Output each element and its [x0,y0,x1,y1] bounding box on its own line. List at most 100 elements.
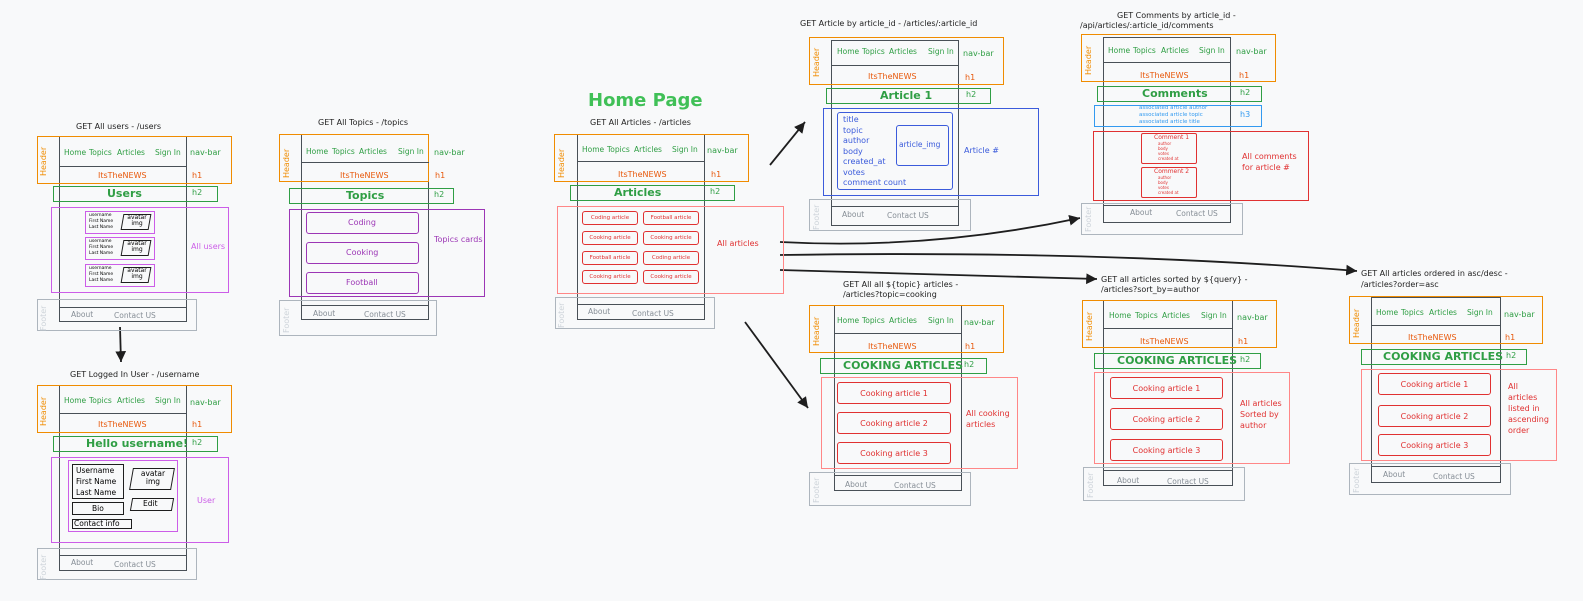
nav-topics[interactable]: Topics [1401,308,1424,317]
ordered-article-card[interactable]: Cooking article 3 [1378,434,1491,456]
article-card[interactable]: Coding article [643,251,699,265]
header-tag: Header [812,47,821,77]
footer-contact[interactable]: Contact US [632,309,674,318]
nav-home[interactable]: Home [64,396,87,405]
footer-about[interactable]: About [1130,208,1153,217]
nav-sign-in[interactable]: Sign In [155,396,181,405]
nav-topics[interactable]: Topics [1133,46,1156,55]
nav-topics[interactable]: Topics [89,148,112,157]
arrow-home-to-sorted [779,269,1098,285]
footer-about[interactable]: About [313,309,336,318]
topic-card[interactable] [306,272,419,294]
nav-sign-in[interactable]: Sign In [672,145,698,154]
comment-title: Comment 2 [1154,168,1190,175]
article-card[interactable]: Cooking article [643,270,699,284]
ordered-article-card[interactable]: Cooking article 1 [1378,373,1491,395]
nav-topics[interactable]: Topics [1135,311,1158,320]
nav-articles[interactable]: Articles [1429,308,1457,317]
footer-about[interactable]: About [842,210,865,219]
footer-contact[interactable]: Contact US [894,481,936,490]
footer-tag: Footer [282,307,291,333]
header-box [1349,296,1543,344]
nav-articles[interactable]: Articles [889,316,917,325]
article-card[interactable]: Cooking article [643,231,699,245]
user-card[interactable] [85,211,155,234]
footer-contact[interactable]: Contact US [364,310,406,319]
footer-contact[interactable]: Contact US [1433,472,1475,481]
footer-about[interactable]: About [845,480,868,489]
nav-articles[interactable]: Articles [117,148,145,157]
section-box [1094,372,1290,464]
article-card[interactable]: Cooking article [582,231,638,245]
nav-sign-in[interactable]: Sign In [1199,46,1225,55]
article-card[interactable]: Football article [643,211,699,225]
nav-bar-label: nav-bar [190,398,221,407]
sorted-article-card[interactable]: Cooking article 2 [1110,408,1223,430]
nav-home[interactable]: Home [1108,46,1131,55]
h2-box [1361,349,1527,365]
nav-articles[interactable]: Articles [359,147,387,156]
topic-card[interactable] [306,212,419,234]
nav-home[interactable]: Home [64,148,87,157]
nav-sign-in[interactable]: Sign In [1201,311,1227,320]
footer-about[interactable]: About [71,310,94,319]
footer-contact[interactable]: Contact US [114,311,156,320]
nav-topics[interactable]: Topics [332,147,355,156]
route-title: GET All Topics - /topics [318,118,408,127]
nav-topics[interactable]: Topics [607,145,630,154]
article-card[interactable]: Football article [582,251,638,265]
header-box [809,305,1004,353]
footer-about[interactable]: About [588,307,611,316]
nav-home[interactable]: Home [1376,308,1399,317]
footer-contact[interactable]: Contact US [114,560,156,569]
nav-articles[interactable]: Articles [634,145,662,154]
user-line: username [89,266,112,271]
nav-sign-in[interactable]: Sign In [1467,308,1493,317]
footer-about[interactable]: About [71,558,94,567]
topic-article-card[interactable]: Cooking article 1 [837,382,951,404]
article-card[interactable]: Cooking article [582,270,638,284]
topic-article-card[interactable]: Cooking article 3 [837,442,951,464]
nav-home[interactable]: Home [1109,311,1132,320]
user-card[interactable] [85,237,155,260]
nav-home[interactable]: Home [306,147,329,156]
nav-sign-in[interactable]: Sign In [155,148,181,157]
footer-box [1081,203,1243,235]
section-label: listed in [1508,404,1540,413]
sorted-article-card[interactable]: Cooking article 1 [1110,377,1223,399]
user-card[interactable] [85,264,155,287]
section-label: All cooking [966,409,1010,418]
nav-sign-in[interactable]: Sign In [928,316,954,325]
nav-articles[interactable]: Articles [1161,46,1189,55]
footer-contact[interactable]: Contact US [887,211,929,220]
nav-topics[interactable]: Topics [89,396,112,405]
nav-sign-in[interactable]: Sign In [928,47,954,56]
sorted-article-card[interactable]: Cooking article 3 [1110,439,1223,461]
nav-sign-in[interactable]: Sign In [398,147,424,156]
footer-contact[interactable]: Contact US [1167,477,1209,486]
footer-contact[interactable]: Contact US [1176,209,1218,218]
nav-topics[interactable]: Topics [862,47,885,56]
nav-articles[interactable]: Articles [117,396,145,405]
footer-about[interactable]: About [1383,470,1406,479]
nav-home[interactable]: Home [837,316,860,325]
nav-bar-label: nav-bar [1504,310,1535,319]
topic-card-label: Cooking [346,248,379,257]
comment-line: created at [1158,190,1179,195]
nav-topics[interactable]: Topics [862,316,885,325]
footer-about[interactable]: About [1117,476,1140,485]
h2-label: h2 [1240,88,1251,97]
nav-articles[interactable]: Articles [1162,311,1190,320]
nav-home[interactable]: Home [837,47,860,56]
section-label: Article # [964,146,999,155]
nav-articles[interactable]: Articles [889,47,917,56]
topic-card[interactable] [306,242,419,264]
topic-article-card[interactable]: Cooking article 2 [837,412,951,434]
section-label: All articles [1240,399,1282,408]
section-label: articles [966,420,996,429]
nav-home[interactable]: Home [582,145,605,154]
article-card[interactable]: Coding article [582,211,638,225]
footer-divider [834,475,962,476]
ordered-article-card[interactable]: Cooking article 2 [1378,405,1491,427]
comment-card [1141,133,1197,164]
